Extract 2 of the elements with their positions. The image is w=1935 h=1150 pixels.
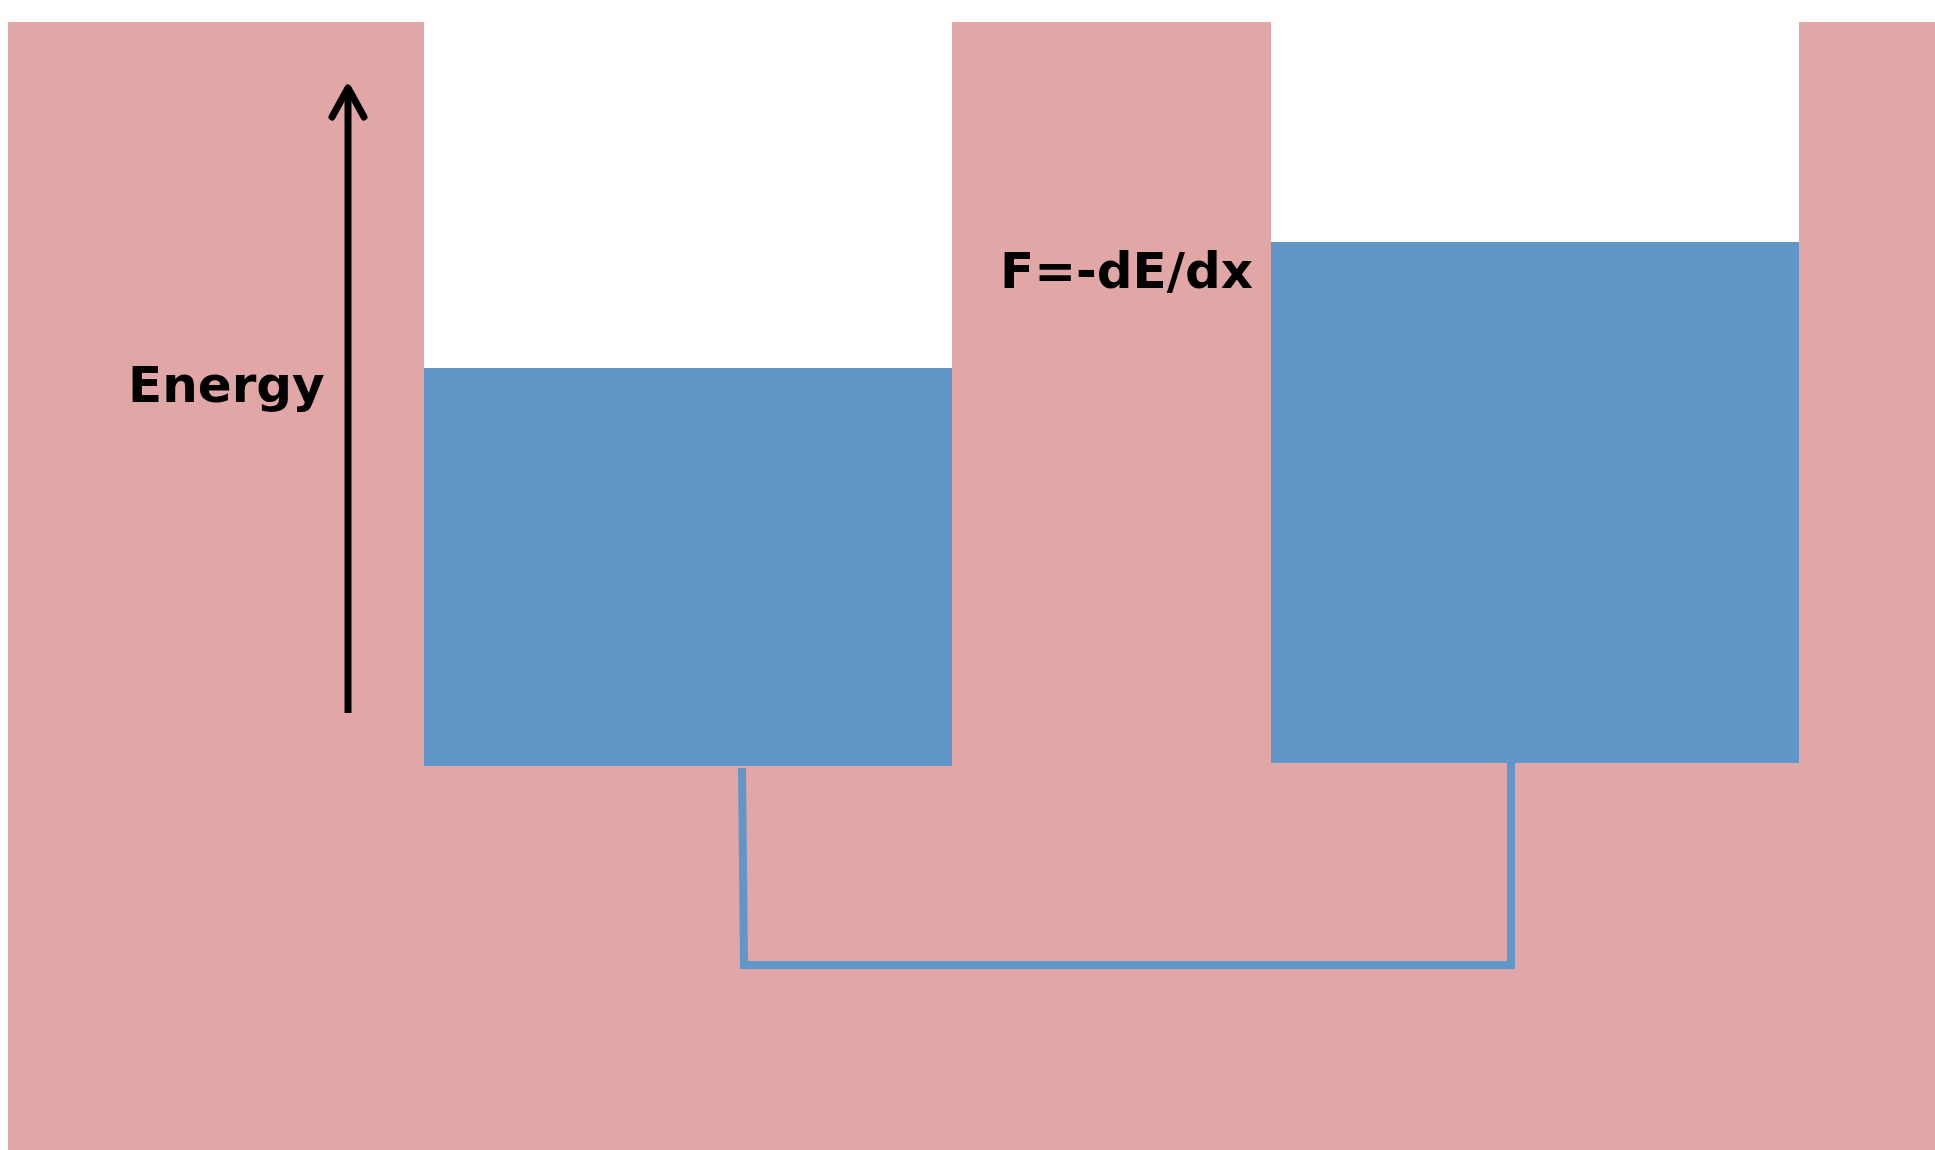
axis-label: Energy: [128, 360, 325, 410]
formula-text: F=-dE/dx: [1000, 246, 1254, 296]
